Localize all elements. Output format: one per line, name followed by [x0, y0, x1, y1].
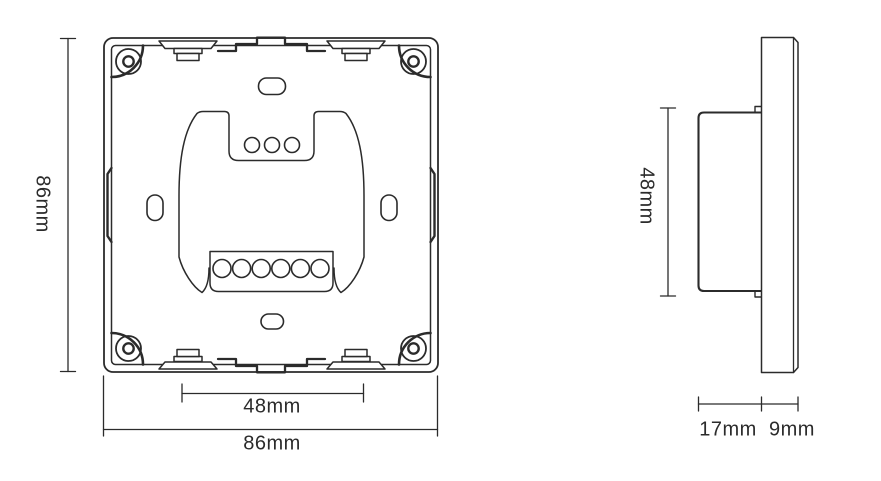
corner-bracket-top-right: [397, 44, 432, 79]
corner-bracket-top-left: [110, 44, 145, 79]
front-view-dimension-lines: [59, 37, 439, 437]
left-oval-opening: [146, 194, 164, 222]
bottom-center-notch: [216, 357, 327, 374]
corner-bracket-bottom-right: [397, 331, 432, 366]
top-oval-opening: [257, 77, 287, 96]
front-height-dimension-label: 86mm: [31, 175, 54, 233]
terminal-holes: [212, 258, 330, 279]
upper-contact-holes: [243, 136, 301, 154]
side-back-box: [697, 111, 763, 293]
front-width-dimension-label: 86mm: [243, 432, 301, 455]
side-front-plate: [760, 36, 799, 374]
bottom-right-clip: [326, 348, 386, 370]
side-height-dimension-label: 48mm: [635, 167, 658, 225]
side-back-depth-dimension-label: 17mm: [699, 418, 757, 441]
front-view-drawing: [103, 36, 439, 374]
side-view-drawing: [697, 36, 799, 374]
top-left-clip: [158, 40, 218, 62]
right-oval-opening: [380, 194, 398, 222]
screw-icon: [400, 48, 427, 75]
side-back-box-top-tab: [754, 105, 763, 114]
side-front-depth-dimension-label: 9mm: [769, 418, 815, 441]
left-side-latch: [106, 166, 113, 244]
top-center-notch: [216, 36, 327, 53]
front-inner-width-dimension-label: 48mm: [243, 395, 301, 418]
screw-icon: [115, 335, 142, 362]
bottom-oval-opening: [260, 313, 285, 330]
panel-inner-frame: [110, 44, 432, 366]
screw-icon: [400, 335, 427, 362]
side-view-dimension-lines: [659, 107, 799, 412]
right-side-latch: [429, 166, 436, 244]
screw-icon: [115, 48, 142, 75]
bottom-left-clip: [158, 348, 218, 370]
top-right-clip: [326, 40, 386, 62]
corner-bracket-bottom-left: [110, 331, 145, 366]
corner-screws: [115, 48, 427, 362]
mounting-plate-outline: [178, 110, 365, 294]
side-back-box-bottom-tab: [754, 290, 763, 298]
